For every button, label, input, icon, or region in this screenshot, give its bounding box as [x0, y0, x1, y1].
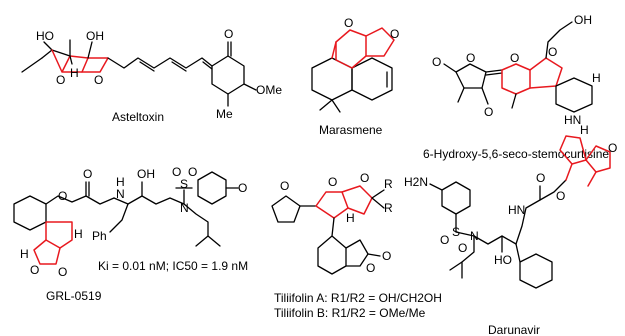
darunavir-o3: O: [608, 141, 617, 155]
tiliifolin-o-lac: O: [366, 261, 375, 275]
marasmene-structure: O O Marasmene: [311, 16, 399, 137]
asteltoxin-ome: OMe: [256, 83, 282, 97]
grl0519-h1: H: [20, 247, 29, 261]
grl0519-oh: OH: [137, 167, 155, 181]
tiliifolin-h: H: [346, 211, 355, 225]
asteltoxin-oh1: OH: [86, 29, 104, 43]
grl0519-ome-o: O: [238, 181, 247, 195]
marasmene-o2: O: [390, 27, 399, 41]
grl0519-n1: N: [116, 187, 125, 201]
tiliifolin-label-a: Tiliifolin A: R1/R2 = OH/CH2OH: [274, 291, 442, 305]
darunavir-h2n: H2N: [404, 175, 428, 189]
darunavir-ho: HO: [494, 253, 512, 267]
darunavir-s: S: [452, 225, 460, 239]
asteltoxin-o-carbonyl: O: [224, 27, 233, 41]
grl0519-o-r2: O: [58, 265, 67, 279]
stemocurtisine-o-ring2: O: [548, 45, 557, 59]
grl0519-o-carb1: O: [58, 189, 67, 203]
grl0519-hn: H: [116, 175, 125, 189]
grl0519-so2: O: [188, 165, 197, 179]
grl0519-o-carb2: O: [83, 167, 92, 181]
darunavir-h: H: [580, 123, 589, 137]
stemocurtisine-label: 6-Hydroxy-5,6-seco-stemocurtisine: [423, 147, 609, 161]
marasmene-label: Marasmene: [319, 123, 383, 137]
asteltoxin-h1: H: [70, 66, 79, 80]
asteltoxin-o-ring2: O: [94, 73, 103, 87]
asteltoxin-me: Me: [216, 107, 233, 121]
marasmene-o1: O: [344, 16, 353, 30]
darunavir-o2: O: [556, 189, 565, 203]
tiliifolin-o-fur: O: [280, 179, 289, 193]
darunavir-structure: H2N S O O N HO HN O O O H Darunavir: [404, 123, 617, 336]
stemocurtisine-methoxy-o: O: [484, 105, 493, 119]
grl0519-s: S: [180, 177, 188, 191]
grl0519-label: GRL-0519: [46, 289, 102, 303]
tiliifolin-o1: O: [328, 175, 337, 189]
stemocurtisine-structure: OH O O O O O H HN 6-Hydroxy-5,6-seco-ste…: [423, 13, 609, 161]
stemocurtisine-o-lactone: O: [466, 51, 475, 65]
grl0519-o-r1: O: [30, 263, 39, 277]
darunavir-hn: HN: [508, 203, 525, 217]
darunavir-label: Darunavir: [488, 323, 540, 336]
grl0519-n2: N: [180, 201, 189, 215]
grl0519-ph: Ph: [92, 229, 107, 243]
tiliifolin-r1: R: [384, 201, 393, 215]
asteltoxin-ho1: HO: [36, 29, 54, 43]
grl0519-activity: Ki = 0.01 nM; IC50 = 1.9 nM: [98, 259, 248, 273]
grl0519-so1: O: [172, 165, 181, 179]
darunavir-so2: O: [458, 241, 467, 255]
stemocurtisine-oh: OH: [574, 13, 592, 27]
tiliifolin-label-b: Tiliifolin B: R1/R2 = OMe/Me: [274, 306, 426, 320]
stemocurtisine-h: H: [592, 71, 601, 85]
asteltoxin-label: Asteltoxin: [112, 110, 164, 124]
stemocurtisine-nh: HN: [564, 113, 581, 127]
stemocurtisine-o-ring1: O: [510, 51, 519, 65]
tiliifolin-r2: R: [384, 177, 393, 191]
tiliifolin-o2: O: [360, 171, 369, 185]
grl0519-h2: H: [74, 227, 83, 241]
darunavir-n: N: [470, 229, 479, 243]
tiliifolin-structure: O O O H R R O O Tiliifolin A: R1/R2 = OH…: [271, 171, 442, 320]
tiliifolin-o-co: O: [382, 249, 391, 263]
stemocurtisine-o-carbonyl: O: [432, 55, 441, 69]
asteltoxin-structure: HO OH H O O O OMe Me Asteltoxin: [21, 27, 282, 124]
grl0519-structure: O O H N OH S O O N O Ph H O O H Ki = 0.0…: [13, 165, 248, 303]
asteltoxin-o-ring1: O: [56, 73, 65, 87]
darunavir-o1: O: [536, 171, 545, 185]
darunavir-so1: O: [440, 233, 449, 247]
